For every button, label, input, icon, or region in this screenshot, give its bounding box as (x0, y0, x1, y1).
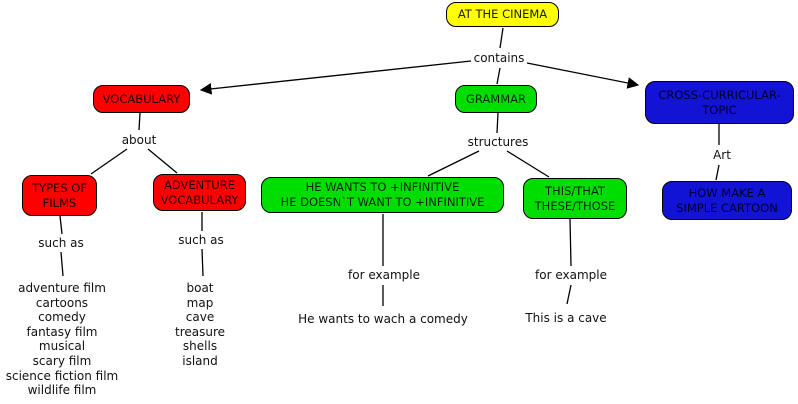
link-label-art: Art (711, 148, 733, 162)
edge-contains-vocabulary (199, 60, 472, 95)
link-label-about: about (119, 133, 159, 147)
edge-about-typesfilms (90, 148, 128, 175)
node-he-wants-infinitive: HE WANTS TO +INFINITIVE HE DOESN`T WANT … (261, 177, 504, 213)
list-item: scary film (32, 353, 92, 368)
edge-contains-crosstopic (526, 62, 640, 89)
node-this-that-these-those: THIS/THAT THESE/THOSE (523, 178, 627, 219)
example-sentence-he-wants: He wants to wach a comedy (298, 312, 468, 326)
list-item: treasure (174, 324, 226, 339)
link-label-for-example: for example (346, 268, 422, 282)
list-item: cave (185, 310, 215, 325)
example-sentence-this-is: This is a cave (525, 311, 607, 325)
edge-vocabulary-about (138, 112, 141, 131)
list-item: shells (182, 339, 218, 354)
node-how-make-simple-cartoon: HOW MAKE A SIMPLE CARTOON (662, 181, 792, 220)
edge-suchas-filmlist (60, 251, 64, 277)
edge-structures-hewants (427, 150, 480, 177)
list-item: adventure film (18, 281, 106, 295)
link-label-contains: contains (471, 51, 527, 65)
list-item: boat (186, 281, 214, 295)
node-at-the-cinema: AT THE CINEMA (446, 2, 559, 27)
link-label-such-as: such as (36, 236, 86, 250)
link-label-such-as: such as (176, 233, 226, 247)
edge-suchas-wordlist (201, 248, 204, 277)
edge-structures-thisthat (506, 150, 550, 178)
list-item: comedy (38, 310, 86, 325)
edge-about-adventure (147, 148, 178, 174)
edge-typesfilms-suchas (59, 215, 63, 235)
edge-contains-grammar (496, 67, 501, 85)
edge-cinema-contains (499, 27, 504, 49)
list-item: map (186, 295, 214, 310)
node-grammar: GRAMMAR (455, 85, 537, 113)
node-cross-curricular-topic: CROSS-CURRICULAR- TOPIC (645, 81, 794, 124)
edge-forexample-sentence-r (566, 284, 572, 305)
edge-thisthat-forexample (569, 218, 572, 267)
list-item: island (182, 353, 218, 368)
node-vocabulary: VOCABULARY (93, 85, 190, 113)
list-item: cartoons (35, 295, 89, 310)
node-types-of-films: TYPES OF FILMS (22, 175, 97, 216)
list-item: science fiction film (5, 368, 119, 383)
edge-art-howmake (715, 164, 720, 181)
list-item: wildlife film (27, 383, 97, 398)
link-label-structures: structures (465, 135, 531, 149)
edge-grammar-structures (496, 112, 499, 134)
list-item: fantasy film (26, 324, 98, 339)
link-label-for-example: for example (533, 268, 609, 282)
list-item: musical (38, 339, 86, 354)
node-adventure-vocabulary: ADVENTURE VOCABULARY (153, 174, 246, 211)
